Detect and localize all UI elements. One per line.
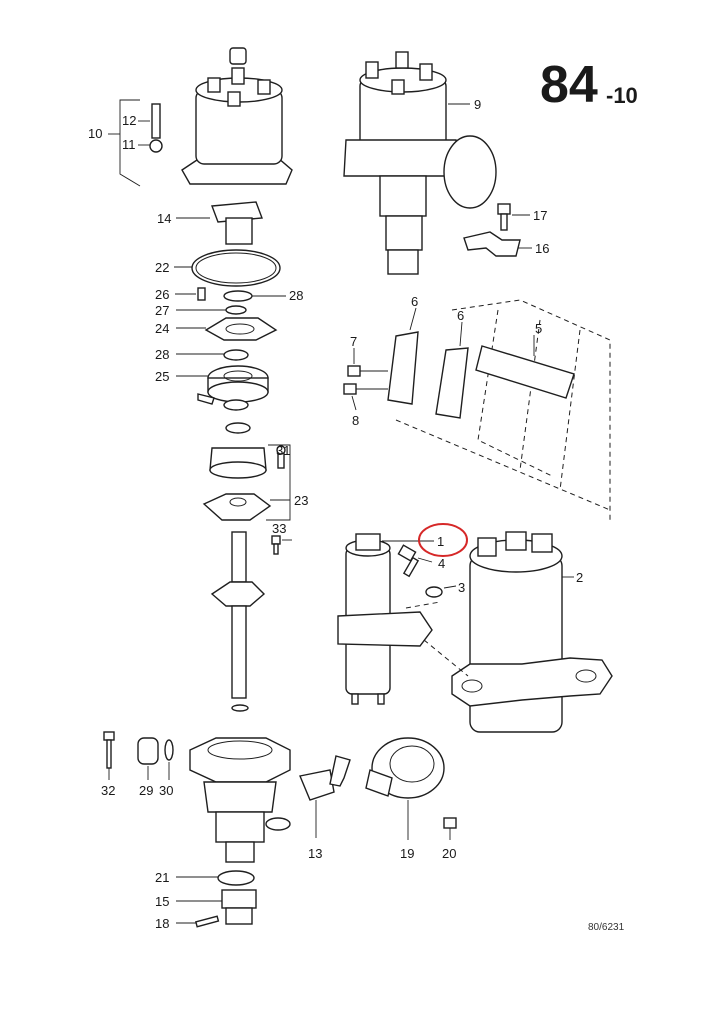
ring-21-drawing (217, 870, 255, 886)
callout-10: 10 (88, 126, 102, 141)
seal-ring-drawing (265, 817, 291, 831)
breaker-plate-31-drawing (209, 445, 286, 479)
callout-29: 29 (139, 783, 153, 798)
clip-27-drawing (225, 305, 247, 315)
rotor-14-drawing (211, 201, 263, 245)
plate-24-drawing (204, 317, 278, 341)
callout-32: 32 (101, 783, 115, 798)
ring-28-drawing (223, 290, 253, 302)
condenser-29-drawing (137, 737, 159, 765)
callout-27: 27 (155, 303, 169, 318)
callout-21: 21 (155, 870, 169, 885)
bracket-6b-drawing (435, 347, 469, 419)
washer-3-drawing (425, 586, 443, 598)
callout-22: 22 (155, 260, 169, 275)
page-subnumber: -10 (606, 83, 638, 108)
plate-25-drawing (197, 365, 269, 405)
pin-18-drawing (194, 915, 220, 928)
gasket-22-drawing (191, 249, 281, 287)
callout-24: 24 (155, 321, 169, 336)
distributor-cap-drawing (149, 47, 293, 185)
mount-area-drawing (395, 299, 611, 520)
page-number: 84 (540, 56, 598, 114)
callout-25: 25 (155, 369, 169, 384)
distributor-assembly-drawing (343, 51, 497, 275)
coil-1-drawing (337, 533, 433, 705)
callout-26: 26 (155, 287, 169, 302)
pin-26-drawing (197, 287, 206, 301)
bracket-6a-drawing (387, 331, 419, 405)
screw-4-drawing (397, 544, 420, 578)
plate-23-drawing (202, 493, 272, 521)
callout-31: 31 (276, 443, 290, 458)
callout-5: 5 (535, 321, 542, 336)
callout-2: 2 (576, 570, 583, 585)
callout-13: 13 (308, 846, 322, 861)
callout-4: 4 (438, 556, 445, 571)
vacuum-unit-19-drawing (365, 737, 445, 799)
callout-1: 1 (437, 534, 444, 549)
callout-15: 15 (155, 894, 169, 909)
callout-3: 3 (458, 580, 465, 595)
callout-28-upper: 28 (289, 288, 303, 303)
callout-17: 17 (533, 208, 547, 223)
callout-11: 11 (122, 137, 136, 152)
callout-7: 7 (350, 334, 357, 349)
callout-33: 33 (272, 521, 286, 536)
callout-6-right: 6 (457, 308, 464, 323)
screw-17-drawing (497, 203, 511, 231)
callout-18: 18 (155, 916, 169, 931)
callout-14: 14 (157, 211, 171, 226)
callout-8: 8 (352, 413, 359, 428)
coil-2-drawing (451, 531, 613, 733)
clip-13-drawing (299, 755, 351, 801)
ring-28-lower-drawing (223, 349, 249, 361)
gear-15-drawing (221, 889, 257, 925)
shaft-drawing (210, 531, 266, 712)
distributor-body-drawing (189, 737, 291, 863)
callout-9: 9 (474, 97, 481, 112)
callout-23: 23 (294, 493, 308, 508)
callout-28-lower: 28 (155, 347, 169, 362)
bracket-16-drawing (463, 231, 521, 257)
plate-5-drawing (475, 345, 575, 399)
callout-6-left: 6 (411, 294, 418, 309)
washer-30-drawing (164, 739, 174, 761)
callout-16: 16 (535, 241, 549, 256)
callout-12: 12 (122, 113, 136, 128)
callout-19: 19 (400, 846, 414, 861)
figure-reference: 80/6231 (588, 922, 625, 933)
callout-30: 30 (159, 783, 173, 798)
callout-20: 20 (442, 846, 456, 861)
highlight-callout-1 (418, 523, 468, 557)
